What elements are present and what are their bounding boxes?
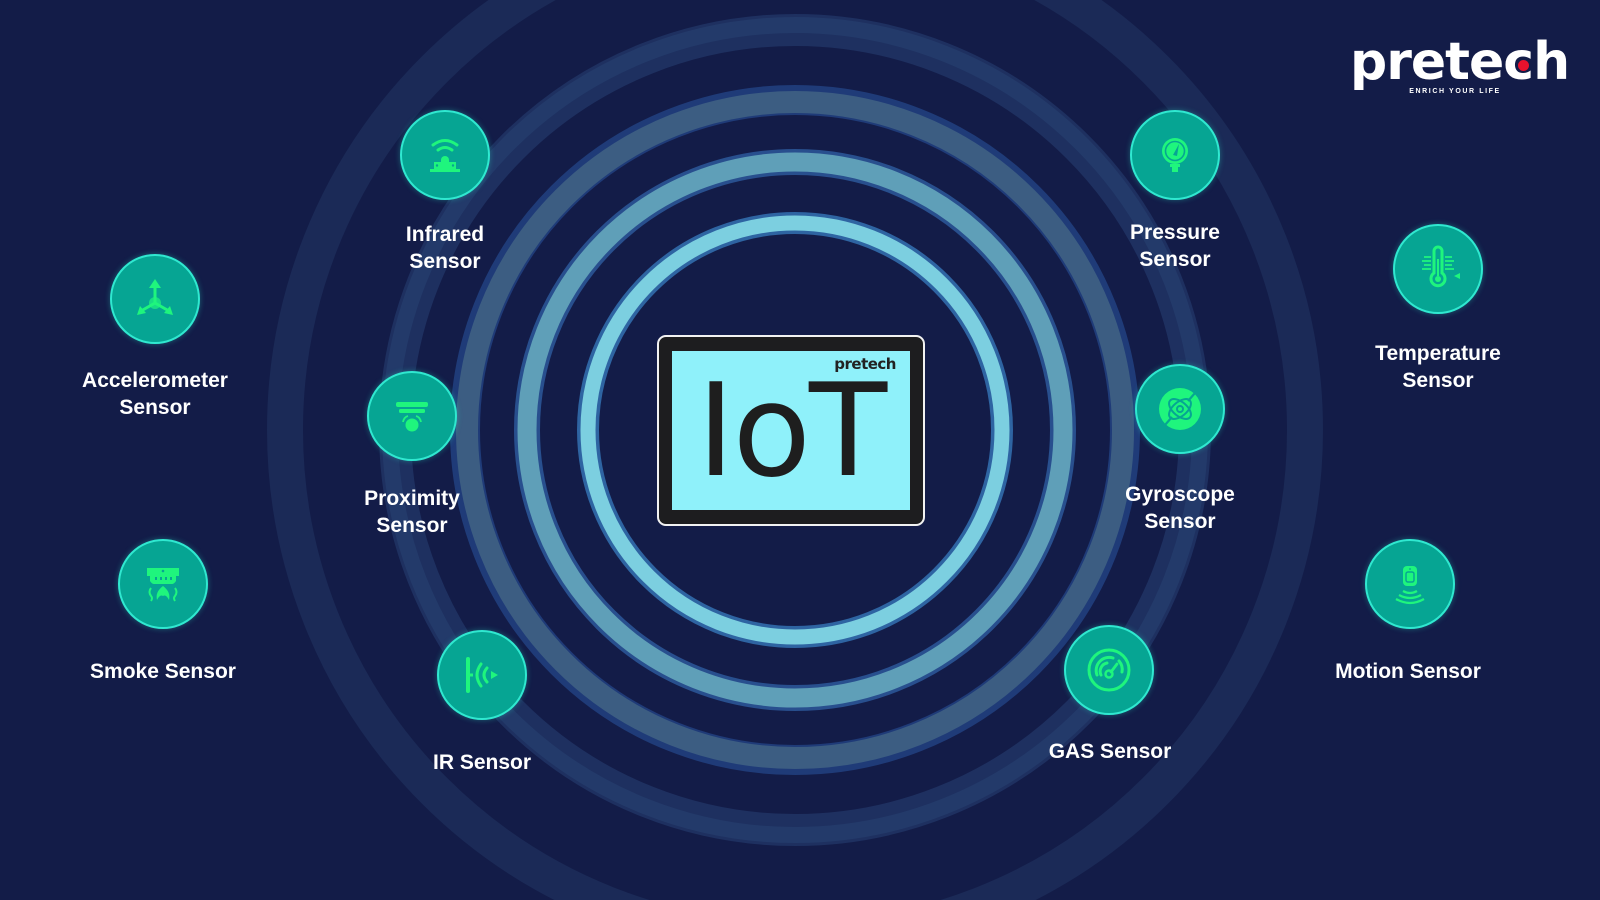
ir-sensor-label: IR Sensor [432, 751, 532, 774]
infrared-sensor-icon [430, 139, 460, 172]
proximity-sensor-badge [367, 371, 457, 461]
pressure-gauge-icon [1162, 138, 1188, 172]
screen-logo: pretech [834, 355, 896, 373]
smoke-sensor-label: Smoke Sensor [90, 660, 236, 683]
logo-red-dot [1518, 60, 1530, 71]
iot-tablet: pretech IoT [657, 335, 925, 526]
ir-sensor-badge [437, 630, 527, 720]
gas-meter-icon [1087, 648, 1131, 692]
infrared-sensor-badge [400, 110, 490, 200]
gas-sensor-badge [1064, 625, 1154, 715]
pretech-logo: pretech ENRICH YOUR LIFE [1350, 36, 1570, 95]
brand-tagline: ENRICH YOUR LIFE [1409, 88, 1501, 95]
smoke-detector-icon [147, 568, 179, 602]
proximity-sensor-icon [396, 402, 428, 432]
pressure-sensor-badge [1130, 110, 1220, 200]
gyroscope-icon [1159, 388, 1201, 430]
smoke-sensor-badge [118, 539, 208, 629]
thermometer-icon [1422, 245, 1460, 288]
gas-sensor-label: GAS Sensor [1048, 740, 1172, 763]
tablet-screen: pretech IoT [672, 351, 910, 510]
accelerometer-icon [137, 279, 173, 315]
gyroscope-sensor-badge [1135, 364, 1225, 454]
motion-sensor-icon [1395, 566, 1425, 605]
temperature-sensor-badge [1393, 224, 1483, 314]
brand-name: pretech [1350, 32, 1570, 92]
motion-sensor-badge [1365, 539, 1455, 629]
ir-emitter-icon [466, 657, 498, 693]
motion-sensor-label: Motion Sensor [1335, 660, 1481, 683]
iot-title: IoT [696, 357, 887, 506]
accelerometer-sensor-badge [110, 254, 200, 344]
